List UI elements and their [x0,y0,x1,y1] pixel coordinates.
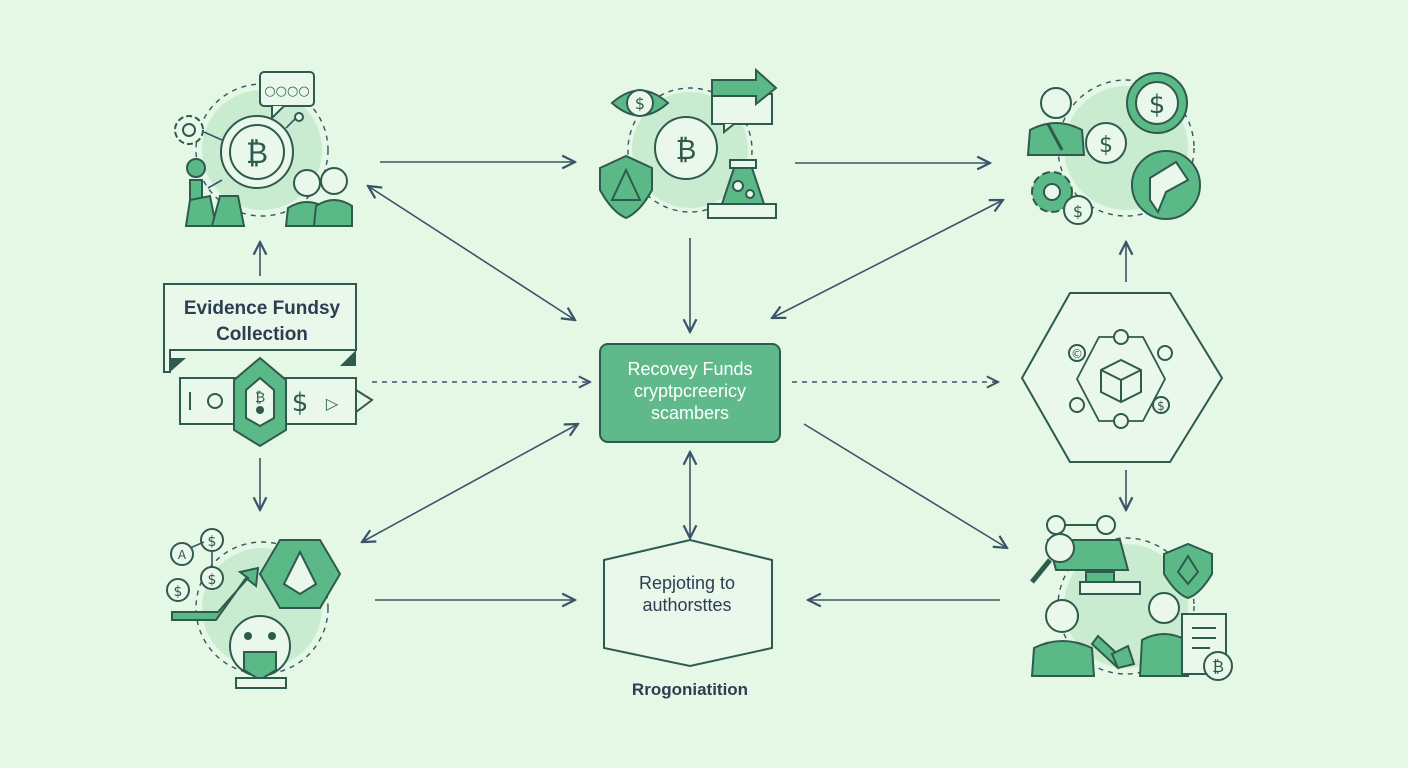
evidence-label-line-1: Evidence Fundsy [183,298,341,319]
evidence-collection-label: Evidence Fundsy Collection [170,296,354,348]
reporting-label-line-1: Repjoting to [638,573,736,593]
reporting-label-line-2: authorsttes [642,595,732,615]
svg-text:$: $ [1157,399,1165,413]
bitcoin-glyph: ₿ [246,136,268,171]
trend-arrow-icon [171,566,260,621]
svg-text:₿: ₿ [676,133,697,166]
person-icon [1026,87,1086,156]
center-recovery-label: Recovey Funds cryptpcreericy scambers [600,358,780,424]
svg-text:$: $ [292,388,309,418]
tag-badge-icon [1131,150,1201,220]
masked-face-icon [229,615,291,689]
svg-text:○○○○: ○○○○ [264,84,309,99]
arrow-top-left-to-center [368,186,575,320]
person-icon [1030,599,1096,677]
hexagon-diamond-icon [258,539,342,609]
gear-icon [174,115,204,145]
flask-icon [707,159,777,219]
bottom-left-icon-cluster: A $ $ $ [166,528,342,689]
svg-text:$: $ [1149,90,1166,120]
evidence-collection-node: $ ▷ ₿ [163,283,374,448]
center-recovery-box [599,343,781,443]
arrow-bottom-left-to-center [362,424,578,542]
svg-text:$: $ [174,584,183,600]
blockchain-network-node: © $ [1020,292,1224,463]
evidence-label-line-2: Collection [216,324,308,345]
dollar-coin-icon: $ [1126,72,1188,134]
svg-text:©: © [1071,347,1083,361]
cube-icon [1100,358,1142,404]
top-left-icon-cluster: ₿ ○○○○ [174,71,353,227]
dollar-eye-icon: $ [610,89,670,117]
reporting-label: Repjoting to authorsttes [604,572,770,616]
center-label-line-2: cryptpcreericy [633,381,747,401]
lightbulb-plant-icon [184,158,246,227]
arrow-center-to-bottom-right [803,423,1007,548]
svg-text:$: $ [635,94,645,113]
connector-arrows [260,162,1126,600]
chat-bubble-icon [259,71,315,107]
dollar-coin-small-icon [1063,195,1093,225]
top-right-icon-cluster: $ $ $ [1026,72,1201,225]
wrench-icon [1090,634,1136,670]
badge-shield-icon: ₿ [233,356,287,448]
people-icon [284,167,353,227]
evidence-banner [163,283,357,373]
arrow-center-top-right [772,200,1003,318]
svg-text:₿: ₿ [255,390,265,406]
svg-text:₿: ₿ [1212,657,1224,676]
svg-text:$: $ [1073,202,1083,221]
svg-text:$: $ [208,572,217,588]
svg-text:A: A [178,548,187,562]
svg-text:▷: ▷ [326,394,339,413]
person-icon [1138,592,1190,677]
shield-icon [599,154,653,220]
dollar-coin-small-icon [1085,122,1127,164]
shield-icon [1163,542,1213,600]
center-label-line-3: scambers [650,403,730,423]
magnifier-icon [1030,533,1075,584]
bottom-right-icon-cluster: ₿ [1030,515,1233,681]
top-center-icon-cluster: ₿ $ [599,67,778,220]
gear-icon [1031,171,1073,213]
bitcoin-coin-icon [654,116,718,180]
reporting-node-shape [603,538,773,668]
svg-text:$: $ [208,534,217,550]
center-label-line-1: Recovey Funds [627,359,753,379]
bitcoin-coin-icon: ₿ [1203,651,1233,681]
recognition-label: Rrogoniatition [631,680,749,699]
svg-text:$: $ [1099,133,1113,158]
arrow-chat-icon [711,67,778,135]
